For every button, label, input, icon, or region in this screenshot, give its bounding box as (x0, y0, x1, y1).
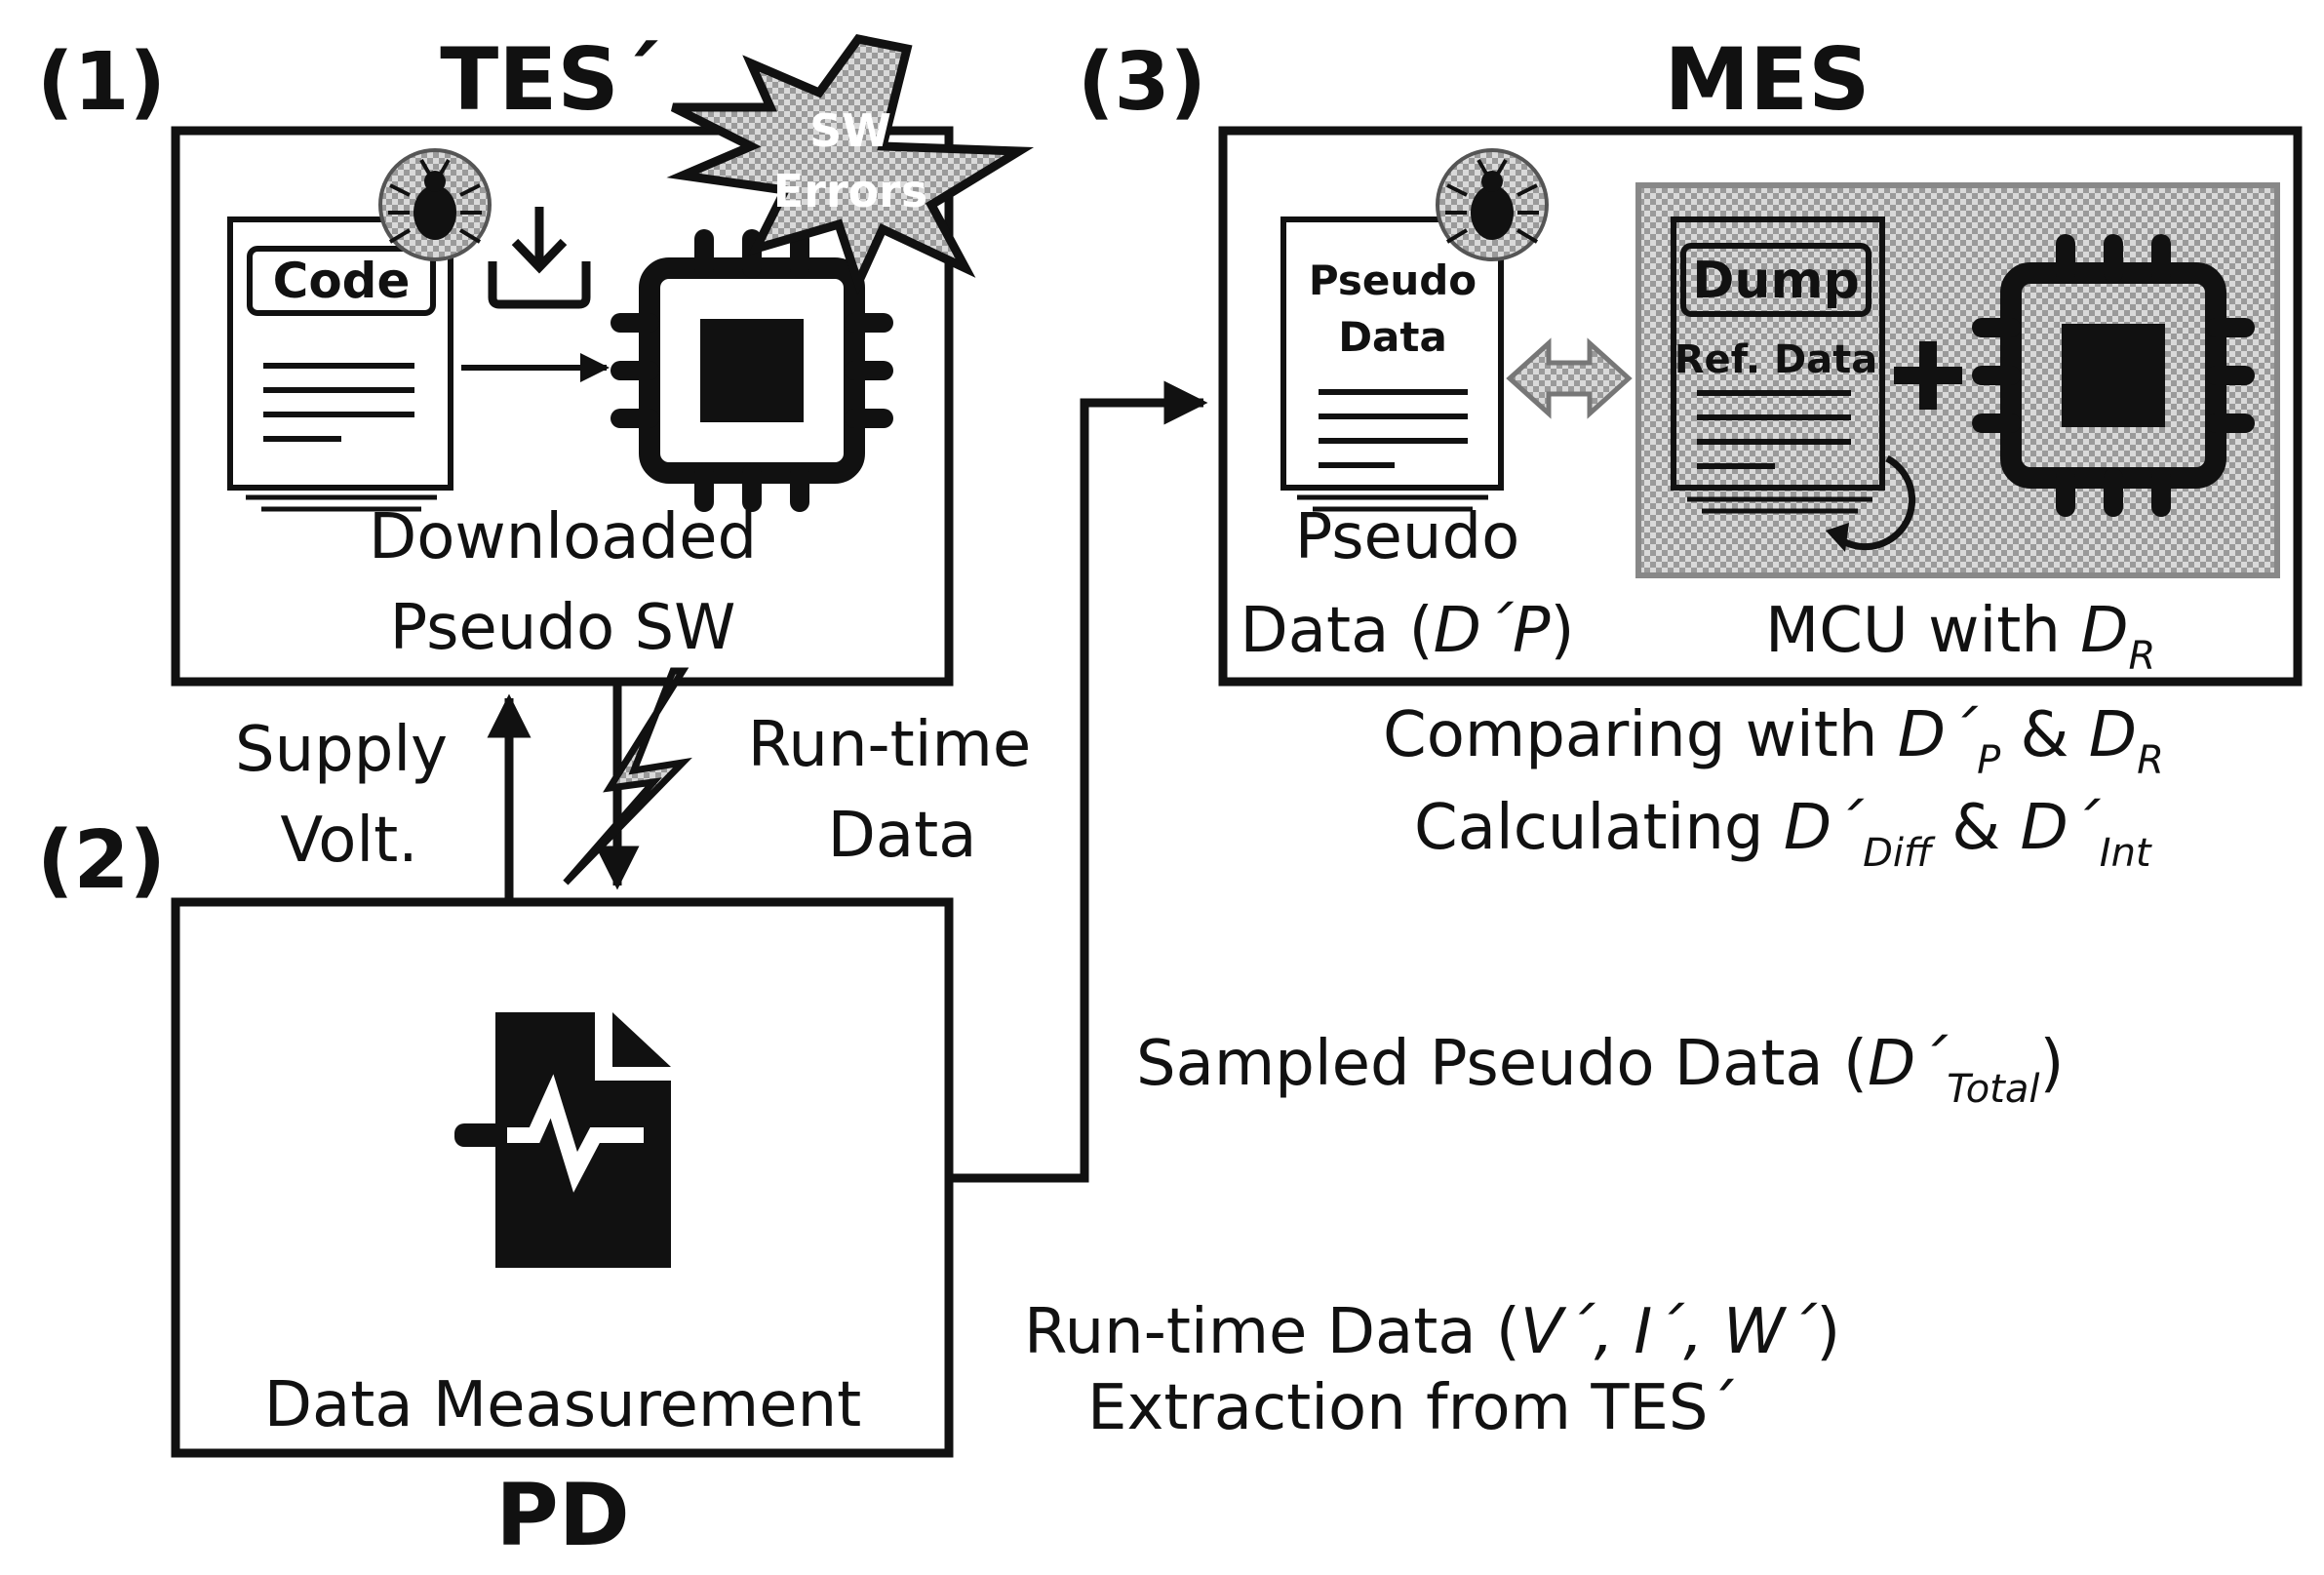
comparing-dr-symbol: D (2089, 699, 2137, 771)
calculating-diff-subscript: Diff (1863, 831, 1936, 876)
sampled-data-text: Sampled Pseudo Data ( (1136, 1028, 1868, 1100)
mes-box (1218, 126, 2303, 687)
pseudo-data-caption-text: Data ( (1241, 595, 1434, 667)
comparing-text: Comparing with (1383, 699, 1898, 771)
pseudo-data-caption-close: ) (1551, 595, 1575, 667)
mcu-with-dr-caption: MCU with DR (1765, 595, 2155, 679)
calculating-d2-symbol: D´ (2021, 792, 2102, 864)
sampled-data-symbol: D´ (1868, 1028, 1949, 1100)
calculating-caption: Calculating D´Diff & D´Int (1414, 792, 2152, 876)
bug-icon-mes (1436, 148, 1549, 261)
tes-title: TES´ (440, 29, 662, 130)
supply-volt-line2: Volt. (280, 805, 417, 877)
loop-arrowhead (1826, 523, 1849, 552)
tes-box (171, 126, 954, 687)
calculating-amp: & (1932, 792, 2021, 864)
sw-errors-label-line1: SW (809, 104, 891, 157)
plus-icon (1894, 341, 1962, 410)
run-time-line2: Data (828, 800, 977, 872)
pd-box (171, 897, 954, 1458)
calculating-d-symbol: D´ (1784, 792, 1865, 864)
supply-volt-line1: Supply (235, 714, 448, 786)
loop-arrow-icon (1841, 454, 1916, 551)
sampled-close: ) (2040, 1028, 2065, 1100)
section-label-3: (3) (1078, 36, 1206, 129)
extraction-close: ) (1816, 1296, 1840, 1368)
run-time-line1: Run-time (748, 709, 1031, 781)
mcu-dr-subscript: R (2129, 634, 2156, 679)
comparing-caption: Comparing with D´P & DR (1383, 699, 2164, 783)
lightning-icon (563, 667, 692, 886)
extraction-symbols: V´, I´, W´ (1520, 1296, 1818, 1368)
mcu-dr-symbol: D (2080, 595, 2128, 667)
section-label-2: (2) (37, 814, 166, 907)
extraction-text: Run-time Data ( (1024, 1296, 1520, 1368)
code-label: Code (273, 253, 411, 309)
data-measurement-label: Data Measurement (264, 1369, 862, 1441)
section-label-1: (1) (37, 36, 166, 129)
comparing-r-subscript: R (2137, 738, 2164, 783)
bug-icon (378, 148, 492, 261)
pd-title: PD (495, 1465, 630, 1565)
download-icon (488, 207, 591, 309)
mes-title: MES (1664, 29, 1870, 130)
pseudo-data-caption-line1: Pseudo (1295, 501, 1520, 573)
pseudo-doc-label-line1: Pseudo (1309, 256, 1477, 304)
dump-document-icon (1671, 217, 1885, 514)
mcu-chip-icon-mes (1972, 234, 2255, 517)
extraction-caption-line1: Run-time Data (V´, I´, W´) (1024, 1296, 1840, 1368)
sampled-total-subscript: Total (1947, 1067, 2039, 1112)
comparing-p-subscript: P (1977, 738, 2001, 783)
data-file-waveform-icon (454, 1012, 671, 1268)
comparing-dp-symbol: D´ (1898, 699, 1979, 771)
downloaded-label-line2: Pseudo SW (390, 592, 736, 664)
comparing-amp: & (2000, 699, 2089, 771)
calculating-text: Calculating (1414, 792, 1784, 864)
pseudo-doc-label-line2: Data (1338, 313, 1447, 361)
calculating-int-subscript: Int (2100, 831, 2152, 876)
sw-errors-label-line2: Errors (773, 165, 927, 217)
sampled-data-connector (953, 380, 1208, 1183)
sw-errors-burst-icon (666, 34, 1035, 295)
pseudo-data-document-icon (1280, 217, 1504, 512)
pseudo-data-symbol: D´P (1434, 595, 1551, 667)
compare-double-arrow-icon (1506, 337, 1633, 419)
downloaded-label-line1: Downloaded (369, 501, 757, 573)
mcu-with-text: MCU with (1765, 595, 2080, 667)
code-document-icon (227, 217, 453, 512)
mcu-chip-icon (611, 229, 893, 512)
extraction-caption-line2: Extraction from TES´ (1087, 1372, 1740, 1444)
ref-data-label: Ref. Data (1674, 337, 1878, 382)
dump-label: Dump (1692, 252, 1860, 310)
pseudo-data-caption-line2: Data (D´P) (1241, 595, 1575, 667)
sampled-data-caption: Sampled Pseudo Data (D´Total) (1136, 1028, 2064, 1112)
